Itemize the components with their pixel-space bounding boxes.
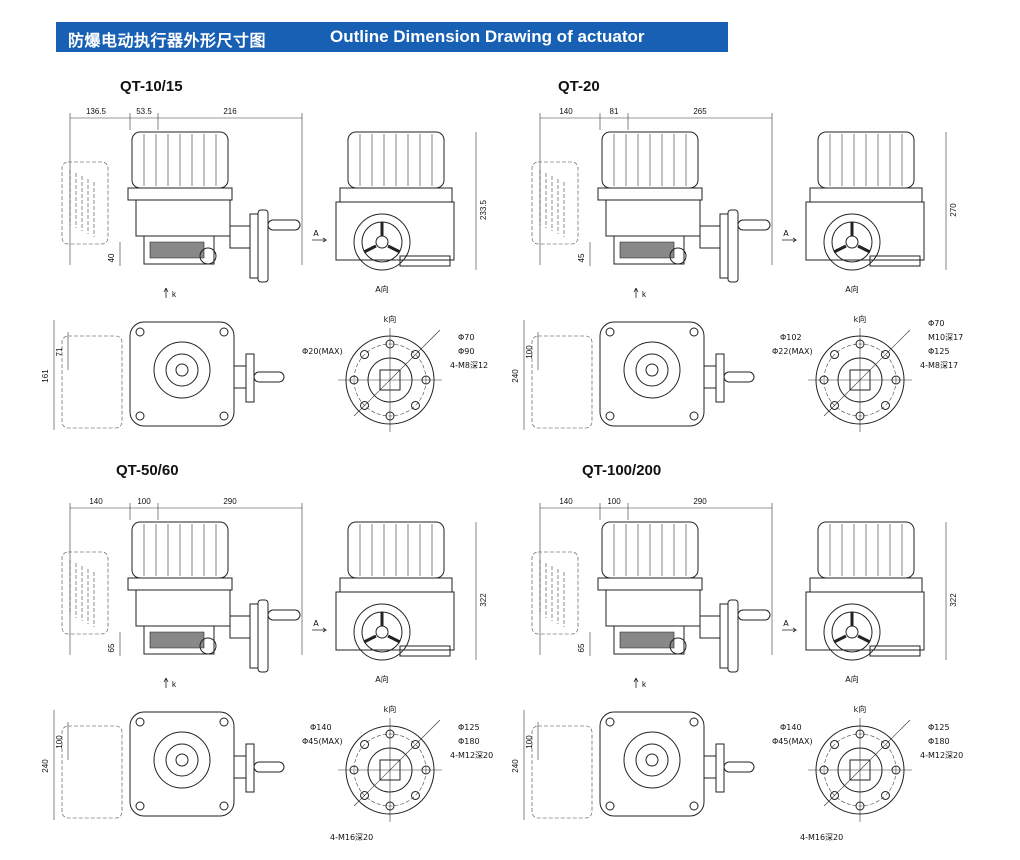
dim-height: 270 bbox=[949, 203, 958, 217]
k-arrow-label: k bbox=[172, 680, 177, 689]
dim-base: 65 bbox=[107, 643, 116, 652]
side-view: 136.5 53.5 216 233.5 40 k bbox=[61, 107, 488, 299]
dim-right-length: 290 bbox=[693, 497, 707, 506]
dim-mid-length: 81 bbox=[610, 107, 619, 116]
flange-dim-2: Φ125 bbox=[928, 347, 950, 356]
dim-height: 233.5 bbox=[479, 199, 488, 220]
flange-dim-4: Φ70 bbox=[928, 319, 944, 328]
k-arrow-label: k bbox=[642, 680, 647, 689]
flange-holes-dim: 4-M12深20 bbox=[920, 751, 963, 760]
flange-holes-dim: 4-M12深20 bbox=[450, 751, 493, 760]
dim-plan-total: 161 bbox=[41, 369, 50, 383]
k-view-label: k向 bbox=[854, 314, 867, 324]
title-en: Outline Dimension Drawing of actuator bbox=[330, 27, 645, 46]
flange-dim-1: Φ125 bbox=[458, 723, 480, 732]
plan-view: 161 71 bbox=[41, 320, 285, 430]
dim-plan-total: 240 bbox=[41, 759, 50, 773]
flange-holes2-dim: 4-M16深20 bbox=[330, 833, 373, 842]
k-view-label: k向 bbox=[384, 314, 397, 324]
flange-dim-2: Φ180 bbox=[928, 737, 950, 746]
dim-base: 45 bbox=[577, 253, 586, 262]
a-view-label: A向 bbox=[375, 284, 388, 294]
model-title: QT-10/15 bbox=[120, 78, 183, 95]
a-direction-view: A A向 bbox=[782, 131, 925, 294]
a-arrow-label: A bbox=[313, 229, 319, 238]
flange-holes2-dim: 4-M16深20 bbox=[800, 833, 843, 842]
flange-dim-2: Φ90 bbox=[458, 347, 474, 356]
flange-dim-1: M10深17 bbox=[928, 333, 963, 342]
flange-shaft-dim: Φ45(MAX) bbox=[302, 737, 343, 746]
k-view-label: k向 bbox=[384, 704, 397, 714]
flange-holes-dim: 4-M8深17 bbox=[920, 361, 958, 370]
flange-shaft-dim: Φ22(MAX) bbox=[772, 347, 813, 356]
flange-shaft-dim: Φ20(MAX) bbox=[302, 347, 343, 356]
side-view: 140 100 290 322 65 k bbox=[61, 497, 488, 689]
flange-dim-2: Φ180 bbox=[458, 737, 480, 746]
dim-height: 322 bbox=[949, 593, 958, 607]
flange-holes-dim: 4-M8深12 bbox=[450, 361, 488, 370]
a-view-label: A向 bbox=[375, 674, 388, 684]
flange-dim-1: Φ70 bbox=[458, 333, 474, 342]
dim-height: 322 bbox=[479, 593, 488, 607]
dim-left-length: 140 bbox=[89, 497, 103, 506]
a-view-label: A向 bbox=[845, 284, 858, 294]
dim-left-length: 140 bbox=[559, 107, 573, 116]
dim-base: 65 bbox=[577, 643, 586, 652]
dim-right-length: 265 bbox=[693, 107, 707, 116]
flange-dim-3: Φ102 bbox=[780, 333, 802, 342]
actuator-panel: QT-10/15 136.5 53.5 216 233.5 40 k A A向 161 71 k向 Φ7… bbox=[40, 70, 550, 470]
actuator-panel: QT-100/200 140 100 290 322 65 k A A向 240 100 k向 Φ125… bbox=[510, 460, 1020, 860]
dim-right-length: 290 bbox=[223, 497, 237, 506]
dim-mid-length: 53.5 bbox=[136, 107, 152, 116]
plan-view: 240 100 bbox=[511, 320, 755, 430]
a-direction-view: A A向 bbox=[312, 521, 455, 684]
dim-plan-inner: 100 bbox=[525, 735, 534, 749]
dim-plan-inner: 100 bbox=[55, 735, 64, 749]
dim-mid-length: 100 bbox=[607, 497, 621, 506]
plan-view: 240 100 bbox=[511, 710, 755, 820]
dim-plan-total: 240 bbox=[511, 369, 520, 383]
model-title: QT-100/200 bbox=[582, 462, 662, 479]
dim-plan-inner: 100 bbox=[525, 345, 534, 359]
dim-left-length: 136.5 bbox=[86, 107, 107, 116]
a-direction-view: A A向 bbox=[312, 131, 455, 294]
dim-mid-length: 100 bbox=[137, 497, 151, 506]
flange-dim-1: Φ125 bbox=[928, 723, 950, 732]
a-arrow-label: A bbox=[783, 619, 789, 628]
k-arrow-label: k bbox=[172, 290, 177, 299]
a-view-label: A向 bbox=[845, 674, 858, 684]
dim-base: 40 bbox=[107, 253, 116, 262]
title-banner: 防爆电动执行器外形尺寸图 Outline Dimension Drawing o… bbox=[56, 22, 728, 52]
model-title: QT-20 bbox=[558, 78, 600, 95]
title-cn: 防爆电动执行器外形尺寸图 bbox=[68, 31, 267, 50]
a-direction-view: A A向 bbox=[782, 521, 925, 684]
flange-dim-3: Φ140 bbox=[310, 723, 332, 732]
flange-dim-3: Φ140 bbox=[780, 723, 802, 732]
dim-plan-inner: 71 bbox=[55, 347, 64, 356]
k-arrow-label: k bbox=[642, 290, 647, 299]
side-view: 140 100 290 322 65 k bbox=[531, 497, 958, 689]
a-arrow-label: A bbox=[783, 229, 789, 238]
model-title: QT-50/60 bbox=[116, 462, 179, 479]
flange-shaft-dim: Φ45(MAX) bbox=[772, 737, 813, 746]
plan-view: 240 100 bbox=[41, 710, 285, 820]
dim-right-length: 216 bbox=[223, 107, 237, 116]
side-view: 140 81 265 270 45 k bbox=[531, 107, 958, 299]
a-arrow-label: A bbox=[313, 619, 319, 628]
dim-plan-total: 240 bbox=[511, 759, 520, 773]
dim-left-length: 140 bbox=[559, 497, 573, 506]
k-view-label: k向 bbox=[854, 704, 867, 714]
